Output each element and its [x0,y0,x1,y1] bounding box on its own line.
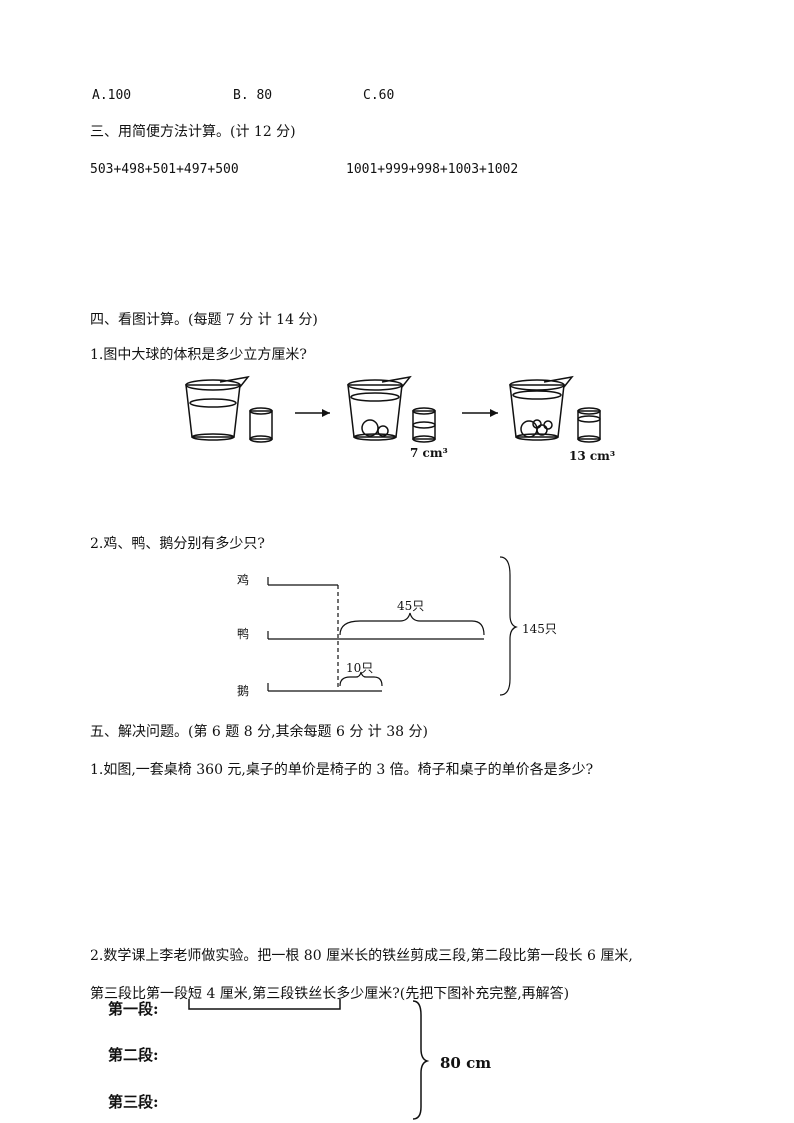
question-4-2: 2.鸡、鸭、鹅分别有多少只? [90,536,265,552]
label-145: 145只 [522,622,557,636]
question-4-1: 1.图中大球的体积是多少立方厘米? [90,347,307,363]
expression-1: 503+498+501+497+500 [90,162,239,177]
volume-label-13: 13 cm³ [569,449,616,463]
label-duck: 鸭 [237,627,250,641]
question-5-1: 1.如图,一套桌椅 360 元,桌子的单价是椅子的 3 倍。椅子和桌子的单价各是… [90,762,594,778]
label-45: 45只 [397,599,425,613]
option-b: B. 80 [233,88,273,103]
segment-2-label: 第二段: [108,1046,159,1064]
question-5-2-line-1: 2.数学课上李老师做实验。把一根 80 厘米长的铁丝剪成三段,第二段比第一段长 … [90,948,633,964]
total-brace-80 [412,1000,430,1120]
beaker-figure [185,375,601,443]
segment-1-label: 第一段: [108,1000,159,1018]
question-5-2-line-2: 第三段比第一段短 4 厘米,第三段铁丝长多少厘米?(先把下图补充完整,再解答) [90,986,570,1002]
label-10: 10只 [346,661,374,675]
option-c: C.60 [363,88,395,103]
wire-diagram [188,999,430,1120]
total-brace [499,556,518,696]
big-ball [361,419,379,437]
cup-2 [412,410,436,440]
cup-1 [249,410,273,440]
cup-3 [577,410,601,440]
brace-45 [339,612,485,636]
segment-diagram [267,556,518,696]
section-3-heading: 三、用简便方法计算。(计 12 分) [90,124,296,140]
segment-3-label: 第三段: [108,1093,159,1111]
segment-1-bar [188,999,341,1010]
total-80cm: 80 cm [440,1054,492,1072]
volume-label-7: 7 cm³ [410,446,448,460]
label-chicken: 鸡 [237,573,250,587]
label-goose: 鹅 [237,684,250,698]
brace-10 [339,671,383,687]
expression-2: 1001+999+998+1003+1002 [346,162,519,177]
option-a: A.100 [92,88,132,103]
beaker-1 [185,384,241,438]
section-4-heading: 四、看图计算。(每题 7 分 计 14 分) [90,312,318,328]
section-5-heading: 五、解决问题。(第 6 题 8 分,其余每题 6 分 计 38 分) [90,724,428,740]
